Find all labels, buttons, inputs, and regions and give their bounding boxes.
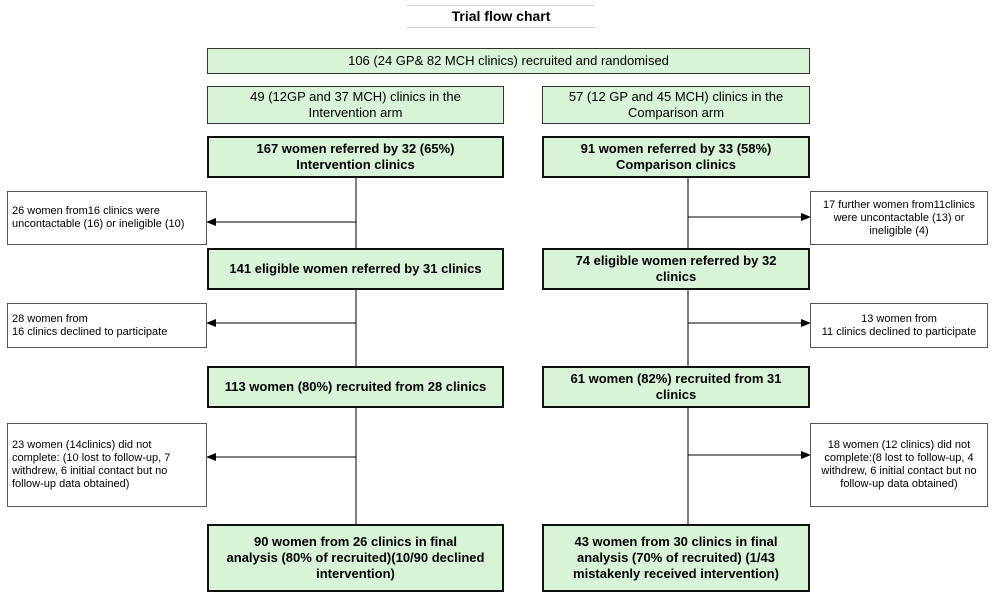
comparison-excluded-box: 17 further women from11clinics were unco…	[810, 191, 988, 245]
comparison-recruited-label: 61 women (82%) recruited from 31 clinics	[570, 371, 782, 402]
intervention-eligible-box: 141 eligible women referred by 31 clinic…	[207, 248, 504, 290]
intervention-declined-label: 28 women from 16 clinics declined to par…	[12, 312, 168, 338]
intervention-not-complete-box: 23 women (14clinics) did not complete: (…	[7, 423, 207, 507]
comparison-not-complete-box: 18 women (12 clinics) did not complete:(…	[810, 423, 988, 507]
intervention-excluded-label: 26 women from16 clinics were uncontactab…	[12, 205, 185, 230]
comparison-final-box: 43 women from 30 clinics in final analys…	[542, 524, 810, 592]
comparison-arm-box: 57 (12 GP and 45 MCH) clinics in the Com…	[542, 86, 810, 124]
top-box: 106 (24 GP& 82 MCH clinics) recruited an…	[207, 48, 810, 74]
comparison-declined-box: 13 women from 11 clinics declined to par…	[810, 303, 988, 348]
comparison-eligible-box: 74 eligible women referred by 32 clinics	[542, 248, 810, 290]
comparison-arm-label: 57 (12 GP and 45 MCH) clinics in the Com…	[568, 89, 784, 120]
page-title: Trial flow chart	[407, 5, 595, 28]
intervention-recruited-box: 113 women (80%) recruited from 28 clinic…	[207, 366, 504, 408]
intervention-eligible-label: 141 eligible women referred by 31 clinic…	[229, 261, 482, 276]
intervention-declined-box: 28 women from 16 clinics declined to par…	[7, 303, 207, 348]
intervention-final-box: 90 women from 26 clinics in final analys…	[207, 524, 504, 592]
intervention-recruited-label: 113 women (80%) recruited from 28 clinic…	[224, 379, 487, 394]
intervention-referred-label: 167 women referred by 32 (65%) Intervent…	[256, 141, 455, 172]
comparison-referred-box: 91 women referred by 33 (58%) Comparison…	[542, 136, 810, 178]
intervention-arm-box: 49 (12GP and 37 MCH) clinics in the Inte…	[207, 86, 504, 124]
comparison-not-complete-label: 18 women (12 clinics) did not complete:(…	[821, 439, 977, 490]
intervention-not-complete-label: 23 women (14clinics) did not complete: (…	[12, 439, 171, 490]
intervention-arm-label: 49 (12GP and 37 MCH) clinics in the Inte…	[250, 89, 461, 120]
comparison-declined-label: 13 women from 11 clinics declined to par…	[821, 312, 977, 338]
intervention-final-label: 90 women from 26 clinics in final analys…	[226, 534, 485, 581]
comparison-final-label: 43 women from 30 clinics in final analys…	[573, 534, 779, 581]
comparison-referred-label: 91 women referred by 33 (58%) Comparison…	[580, 141, 772, 172]
comparison-eligible-label: 74 eligible women referred by 32 clinics	[575, 253, 777, 284]
intervention-excluded-box: 26 women from16 clinics were uncontactab…	[7, 191, 207, 245]
comparison-recruited-box: 61 women (82%) recruited from 31 clinics	[542, 366, 810, 408]
intervention-referred-box: 167 women referred by 32 (65%) Intervent…	[207, 136, 504, 178]
comparison-excluded-label: 17 further women from11clinics were unco…	[822, 198, 976, 237]
top-box-label: 106 (24 GP& 82 MCH clinics) recruited an…	[348, 53, 669, 68]
